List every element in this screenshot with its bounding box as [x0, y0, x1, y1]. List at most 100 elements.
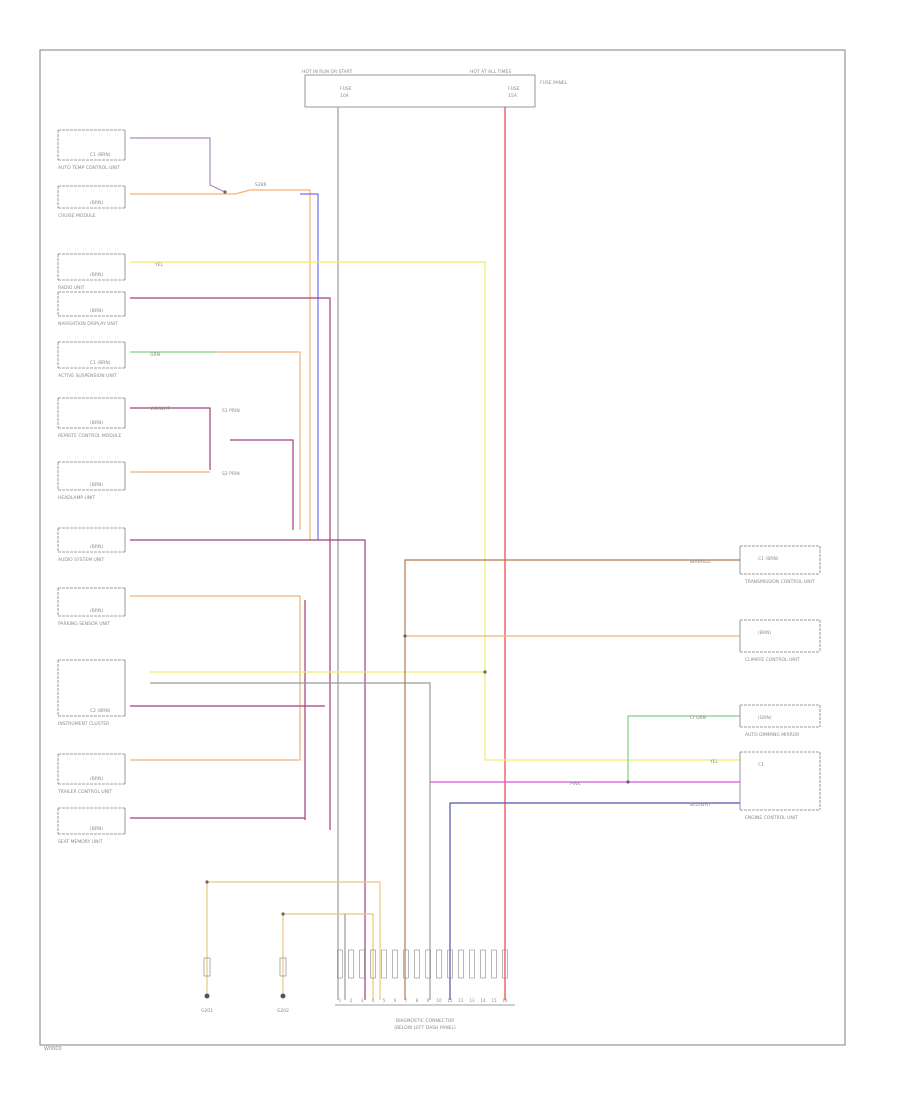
- label-grn: GRN: [150, 352, 160, 358]
- component-pin: (BRN): [90, 544, 103, 550]
- connector-pin-housing: [403, 949, 409, 979]
- wire-brown-right: [404, 559, 740, 1000]
- fuse-left-title: HOT IN RUN OR START: [302, 69, 353, 75]
- wire-blue-long: [300, 193, 319, 540]
- connector-pin-housing: [392, 949, 398, 979]
- wire-violet-top: [130, 137, 226, 193]
- component-pin: (BRN): [90, 272, 103, 278]
- component-label: AUTO TEMP CONTROL UNIT: [58, 165, 120, 171]
- component-box: [57, 341, 125, 369]
- connector-pin-number: 9: [427, 998, 430, 1003]
- component-active-suspension-unit: C1 (BRN)ACTIVE SUSPENSION UNIT: [57, 341, 126, 379]
- wire-green-right: [627, 715, 740, 782]
- component-box: [57, 659, 125, 717]
- label-yel: YEL: [154, 262, 164, 268]
- label-vio-top: VIO/WHT: [150, 406, 170, 412]
- connector-pin-housing: [491, 949, 497, 979]
- component-box: [57, 291, 125, 317]
- component-label: ENGINE CONTROL UNIT: [745, 815, 798, 821]
- right-components: C1 (BRN) TRANSMISSION CONTROL UNIT (BRN) CL…: [739, 545, 821, 821]
- label-splice-mid1: S1 PRIN: [222, 408, 240, 414]
- connector-pin-housing: [458, 949, 464, 979]
- component-label: SEAT MEMORY UNIT: [58, 839, 103, 845]
- connector-pin-housing: [337, 949, 343, 979]
- component-label: RADIO UNIT: [58, 285, 85, 291]
- wire-yellow-radio: [130, 261, 740, 761]
- footer-code: W0000: [44, 1046, 62, 1052]
- wire-purple-audio: [130, 539, 366, 1000]
- component-pin: C2 (BRN): [90, 708, 111, 714]
- connector-pin-housing: [370, 949, 376, 979]
- connector-pin-number: 14: [480, 998, 486, 1003]
- component-label: INSTRUMENT CLUSTER: [58, 721, 109, 727]
- fuse-side-label: FUSE PANEL: [540, 80, 568, 86]
- component-box: [57, 185, 125, 209]
- connector-pin-housing: [414, 949, 420, 979]
- component-pin: (GRN): [758, 715, 772, 721]
- component-pin: (BRN): [90, 482, 103, 488]
- ground-g201: G201: [201, 957, 213, 1014]
- component-box: [57, 753, 125, 785]
- ground-g202-label: G202: [277, 1008, 289, 1014]
- component-seat-memory-unit: (BRN) SEAT MEMORY UNIT: [57, 807, 126, 845]
- component-pin: (BRN): [90, 608, 103, 614]
- wire-orange-top: [130, 189, 311, 540]
- connector-pin-number: 6: [394, 998, 397, 1003]
- component-pin: (BRN): [90, 826, 103, 832]
- wire-orange-parking: [130, 595, 301, 750]
- component-box: [57, 527, 125, 553]
- fuse-panel: HOT IN RUN OR START FUSE 10A HOT AT ALL …: [302, 69, 568, 108]
- connector-pin-number: 13: [469, 998, 475, 1003]
- fuse-left-fuse: FUSE: [340, 86, 352, 92]
- connector-pin-housing: [502, 949, 508, 979]
- component-pin: C1 (BRN): [90, 152, 111, 158]
- label-yel-right: YEL: [709, 759, 719, 765]
- connector-pin-number: 3: [361, 998, 364, 1003]
- component-label: CLIMATE CONTROL UNIT: [745, 657, 800, 663]
- fuse-right-title: HOT AT ALL TIMES: [470, 69, 511, 75]
- component-radio-unit: (BRN) RADIO UNIT: [57, 253, 126, 291]
- connector-pin-number: 2: [350, 998, 353, 1003]
- label-pink-right: PINK: [570, 781, 581, 787]
- connector-label-line2: (BELOW LEFT DASH PANEL): [394, 1025, 456, 1031]
- connector-pin-number: 15: [491, 998, 497, 1003]
- component-label: ACTIVE SUSPENSION UNIT: [58, 373, 117, 379]
- component-box: [740, 751, 821, 811]
- component-auto-temp-control-unit: C1 (BRN) AUTO TEMP CONTROL UNIT: [57, 129, 126, 171]
- wire-purple-nav: [130, 297, 331, 830]
- component-climate-control-unit: (BRN) CLIMATE CONTROL UNIT: [739, 619, 821, 663]
- ground-g201-label: G201: [201, 1008, 213, 1014]
- fuse-right-fuse: FUSE: [508, 86, 520, 92]
- component-box: [740, 619, 821, 653]
- connector-pin-number: 11: [447, 998, 453, 1003]
- component-box: [57, 129, 125, 161]
- component-pin: (BRN): [758, 630, 771, 636]
- wire-labels: S286 YEL GRN VIO/WHT S1 PRIN S2 PRIN BRN…: [150, 182, 719, 808]
- wire-orange-susp: [215, 351, 301, 530]
- component-navigation-display: (BRN)NAVIGATION DISPLAY UNIT: [57, 291, 126, 327]
- wire-gray-ic: [150, 682, 431, 1000]
- component-trailer-control-unit: (BRN) TRAILER CONTROL UNIT: [57, 753, 126, 795]
- label-brn-right: BRN/RED: [690, 559, 711, 565]
- component-label: HEADLAMP UNIT: [58, 495, 95, 501]
- connector-pin-number: 5: [383, 998, 386, 1003]
- wires: [130, 107, 740, 1000]
- connector-pin-housing: [425, 949, 431, 979]
- component-box: [57, 253, 125, 281]
- component-instrument-cluster: C2 (BRN) INSTRUMENT CLUSTER: [57, 659, 126, 727]
- component-label: TRANSMISSION CONTROL UNIT: [744, 579, 815, 585]
- component-headlamp-unit: (BRN) HEADLAMP UNIT: [57, 461, 126, 501]
- component-audio-system-unit: (BRN)AUDIO SYSTEM UNIT: [57, 527, 126, 563]
- connector-pin-housing: [469, 949, 475, 979]
- component-pin: C1: [758, 762, 764, 768]
- connector-pin-number: 7: [405, 998, 408, 1003]
- connector-pin-housing: [436, 949, 442, 979]
- component-label: TRAILER CONTROL UNIT: [57, 789, 112, 795]
- connector-pin-housing: [348, 949, 354, 979]
- connector-pin-housing: [359, 949, 365, 979]
- component-pin: (BRN): [90, 776, 103, 782]
